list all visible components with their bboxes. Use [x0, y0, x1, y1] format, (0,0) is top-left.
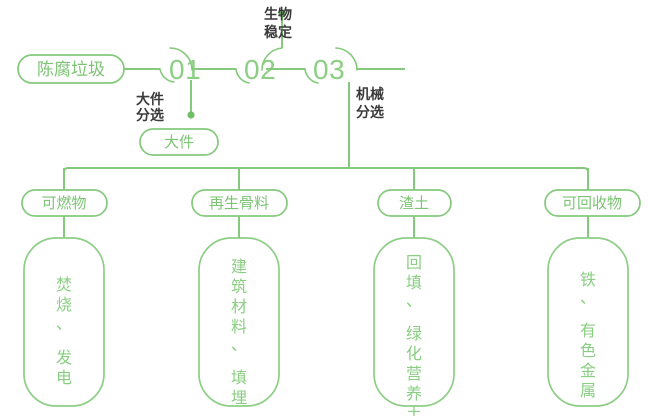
branch-4-char-0: 铁 — [580, 271, 596, 289]
branch-1-char-0: 焚 — [56, 276, 72, 294]
intermediate-output-pill-shape — [139, 128, 219, 156]
branch-1-char-1: 烧 — [56, 296, 72, 314]
branch-recycled-aggregate[interactable]: 再生骨料 建 筑 材 料 、 填 埋 — [191, 189, 288, 407]
branch-2-detail-text: 建 筑 材 料 、 填 埋 — [231, 258, 247, 407]
stage-02-label-line1: 生物 — [264, 6, 292, 22]
branch-2-char-4: 、 — [231, 337, 247, 354]
stage-03-label-line2: 分选 — [356, 104, 384, 120]
stage-03-arc-top — [335, 47, 358, 71]
branch-2-char-1: 筑 — [231, 278, 247, 296]
stage-03-label-line1: 机械 — [356, 86, 384, 102]
branch-3-char-6: 营 — [406, 365, 422, 383]
branch-slag-soil[interactable]: 渣土 回 填 、 绿 化 营 养 土 — [373, 189, 455, 416]
stage-02-input-dot — [278, 10, 286, 18]
stage-01-group[interactable]: 01 — [159, 47, 236, 119]
branch-1-char-2: 、 — [56, 316, 72, 333]
stage-03-process-label: 机械 分选 — [356, 86, 384, 120]
stage-02-arc-top — [261, 47, 283, 71]
source-label: 陈腐垃圾 — [37, 60, 105, 79]
stage-01-arc-left — [159, 68, 175, 83]
branch-4-detail-text: 铁 、 有 色 金 属 — [580, 271, 596, 400]
intermediate-output-label: 大件 — [164, 134, 194, 151]
branch-3-char-1: 填 — [406, 274, 422, 292]
stage-02-group[interactable]: 02 — [235, 10, 305, 85]
branch-3-char-4: 绿 — [406, 325, 422, 343]
stage-01-label-line1: 大件 — [136, 91, 164, 107]
branch-4-detail-box — [547, 237, 629, 407]
branch-4-char-6: 属 — [580, 383, 596, 400]
source-node[interactable]: 陈腐垃圾 — [17, 54, 125, 84]
stage-02-arc-bottom — [235, 68, 250, 84]
stage-01-arc-top — [169, 47, 193, 71]
distribution-bus — [63, 167, 589, 190]
branch-3-char-8: 土 — [406, 405, 422, 416]
branch-4-char-3: 有 — [580, 322, 596, 340]
branch-2-char-0: 建 — [231, 258, 247, 276]
branch-combustibles[interactable]: 可燃物 焚 烧 、 发 电 — [21, 189, 108, 407]
branch-2-char-3: 料 — [231, 318, 247, 336]
branch-2-char-7: 埋 — [231, 389, 247, 407]
branch-3-char-7: 养 — [406, 385, 422, 403]
stage-02-label-line2: 稳定 — [264, 24, 292, 40]
branch-4-pill-label: 可回收物 — [562, 195, 622, 212]
intermediate-output-node[interactable]: 大件 — [139, 128, 219, 156]
branch-2-char-6: 填 — [231, 369, 247, 387]
branch-3-char-0: 回 — [406, 255, 422, 272]
branch-4-char-5: 金 — [580, 362, 596, 380]
branch-2-detail-box — [198, 237, 280, 407]
branch-1-char-5: 电 — [56, 369, 72, 387]
branch-4-pill-shape — [544, 189, 641, 217]
stage-02-process-label: 生物 稳定 — [264, 6, 292, 40]
branch-3-detail-text: 回 填 、 绿 化 营 养 土 — [406, 255, 422, 416]
branch-2-pill-label: 再生骨料 — [209, 195, 269, 212]
stage-03-group[interactable]: 03 — [304, 47, 405, 168]
stage-01-output-dot — [187, 111, 195, 119]
stage-01-process-label: 大件 分选 — [136, 91, 164, 123]
branch-3-detail-box — [373, 237, 455, 407]
distribution-bus-line — [63, 167, 589, 180]
branch-4-char-4: 色 — [580, 342, 596, 360]
branch-3-pill-label: 渣土 — [399, 195, 429, 212]
stage-03-number: 03 — [313, 54, 345, 85]
branch-4-char-1: 、 — [580, 290, 596, 307]
branch-1-char-4: 发 — [56, 349, 72, 367]
stage-03-arc-left — [304, 68, 319, 84]
branch-1-pill-label: 可燃物 — [41, 194, 86, 212]
branch-2-char-2: 材 — [231, 298, 247, 316]
stage-01-label-line2: 分选 — [136, 107, 164, 123]
branch-recyclables[interactable]: 可回收物 铁 、 有 色 金 属 — [544, 189, 641, 407]
branch-1-detail-box — [23, 237, 105, 407]
branch-3-char-5: 化 — [406, 345, 422, 363]
branch-3-char-2: 、 — [406, 293, 422, 310]
branch-1-detail-text: 焚 烧 、 发 电 — [56, 276, 72, 387]
